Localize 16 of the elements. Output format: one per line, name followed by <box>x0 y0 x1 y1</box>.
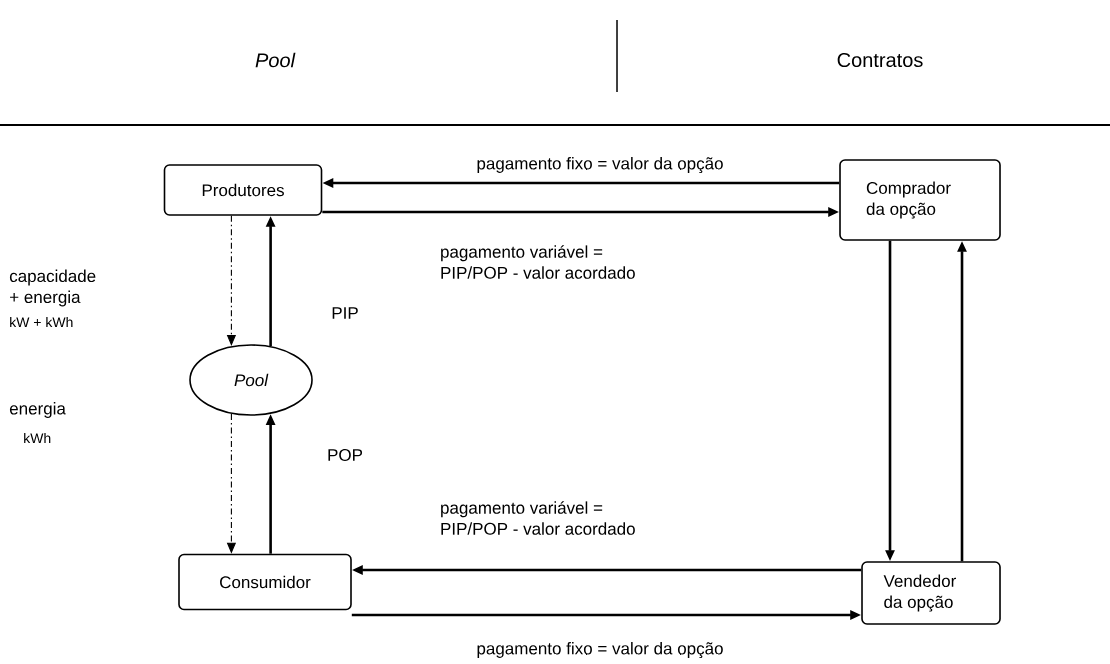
edge-label: pagamento variável = PIP/POP - valor acordado <box>438 499 642 537</box>
flow-label: capacidade + energia <box>9 269 96 307</box>
unit-label: kWh <box>24 432 51 444</box>
flow-label: energia <box>9 402 66 418</box>
unit-label: kW + kWh <box>10 316 73 328</box>
column-heading: Contratos <box>837 52 923 68</box>
process-box: Produtores <box>163 164 323 216</box>
edge-label: POP <box>325 447 365 464</box>
edge-label: PIP <box>329 305 361 321</box>
process-box: Vendedor da opção <box>861 561 1001 625</box>
edge-label: pagamento fixo = valor da opção <box>474 640 726 660</box>
process-box: Consumidor <box>178 553 352 611</box>
process-box: Comprador da opção <box>839 159 1001 241</box>
edge-label: pagamento variável = PIP/POP - valor acordado <box>438 243 642 281</box>
edge-label: pagamento fixo = valor da opção <box>474 155 726 175</box>
column-heading: Pool <box>255 52 296 68</box>
